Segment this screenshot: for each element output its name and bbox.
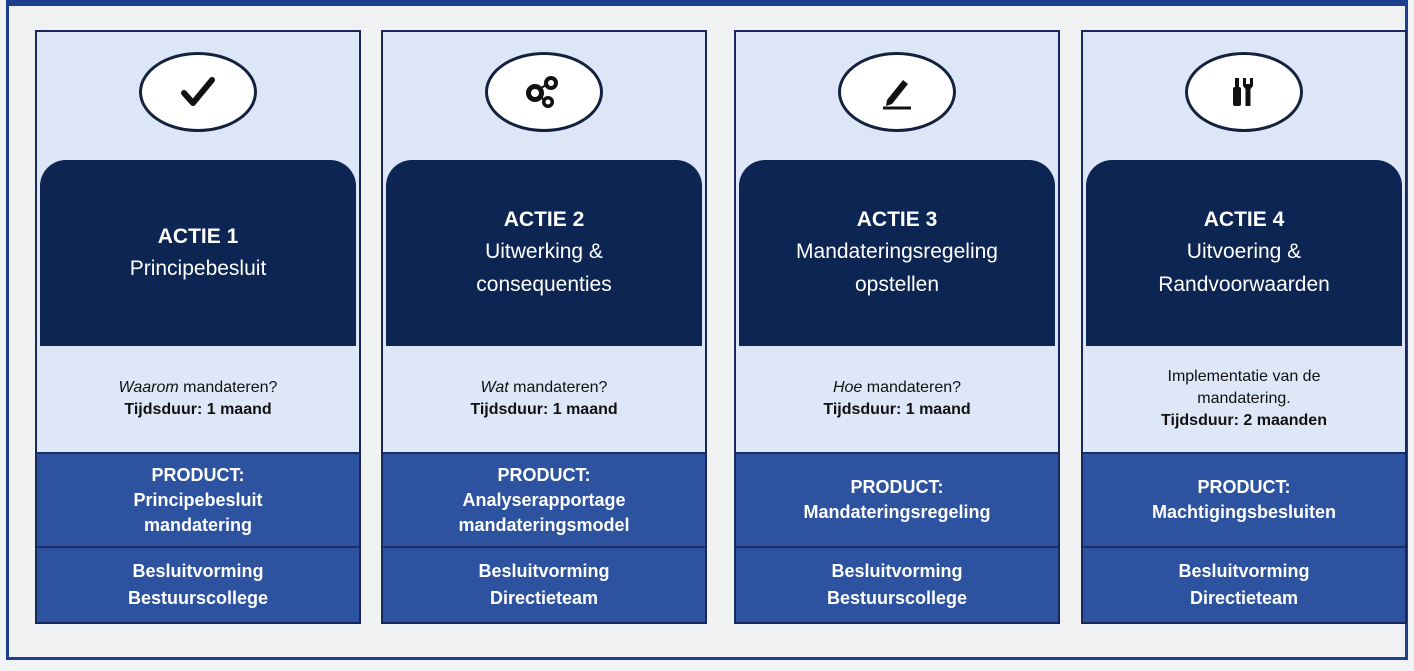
action-card-3: ACTIE 3 Mandateringsregeling opstellen H… bbox=[734, 30, 1060, 624]
action-duration: Tijdsduur: 1 maand bbox=[124, 401, 272, 418]
people-network-icon bbox=[526, 76, 558, 108]
product-label: PRODUCT: bbox=[1197, 477, 1291, 497]
action-header: ACTIE 3 Mandateringsregeling opstellen bbox=[739, 160, 1055, 346]
decision-line2: Directieteam bbox=[1189, 588, 1299, 608]
action-product: PRODUCT: Machtigingsbesluiten bbox=[1083, 452, 1405, 548]
action-card-2: ACTIE 2 Uitwerking & consequenties Wat m… bbox=[381, 30, 707, 624]
pen-signature-icon bbox=[883, 80, 911, 110]
question-emphasis: Hoe bbox=[832, 379, 863, 396]
icon-area bbox=[736, 32, 1058, 160]
icon-area bbox=[1083, 32, 1405, 160]
icon-circle bbox=[1185, 52, 1303, 132]
action-number: ACTIE 3 bbox=[856, 208, 938, 231]
action-header: ACTIE 2 Uitwerking & consequenties bbox=[386, 160, 702, 346]
product-label: PRODUCT: bbox=[151, 464, 245, 485]
icon-circle bbox=[139, 52, 257, 132]
decision-line2: Bestuurscollege bbox=[127, 588, 269, 608]
icon-circle bbox=[838, 52, 956, 132]
tools-icon bbox=[1233, 78, 1253, 106]
action-question: Waarom mandateren? bbox=[119, 377, 278, 399]
product-label: PRODUCT: bbox=[850, 477, 944, 497]
decision-line1: Besluitvorming bbox=[831, 561, 963, 581]
decision-line2: Bestuurscollege bbox=[826, 588, 968, 608]
product-name-line1: Machtigingsbesluiten bbox=[1151, 502, 1337, 522]
action-description: Implementatie van de mandatering. Tijdsd… bbox=[1083, 346, 1405, 452]
checkmark-icon bbox=[181, 77, 215, 106]
question-text: mandateren? bbox=[178, 379, 278, 396]
action-decision: Besluitvorming Directieteam bbox=[1083, 548, 1405, 622]
decision-line1: Besluitvorming bbox=[478, 561, 610, 581]
product-name-line1: Analyserapportage bbox=[462, 489, 626, 510]
icon-area bbox=[37, 32, 359, 160]
action-description: Waarom mandateren? Tijdsduur: 1 maand bbox=[37, 346, 359, 452]
action-header: ACTIE 4 Uitvoering & Randvoorwaarden bbox=[1086, 160, 1402, 346]
decision-line2: Directieteam bbox=[489, 588, 599, 608]
icon-area bbox=[383, 32, 705, 160]
action-duration: Tijdsduur: 1 maand bbox=[823, 401, 971, 418]
action-duration: Tijdsduur: 1 maand bbox=[470, 401, 618, 418]
question-emphasis: Wat bbox=[480, 379, 509, 396]
product-label: PRODUCT: bbox=[497, 464, 591, 485]
action-product: PRODUCT: Analyserapportage mandateringsm… bbox=[383, 452, 705, 548]
action-title: Uitwerking & consequenties bbox=[476, 240, 612, 296]
action-description: Hoe mandateren? Tijdsduur: 1 maand bbox=[736, 346, 1058, 452]
action-description: Wat mandateren? Tijdsduur: 1 maand bbox=[383, 346, 705, 452]
action-product: PRODUCT: Principebesluit mandatering bbox=[37, 452, 359, 548]
action-question: Wat mandateren? bbox=[481, 377, 608, 399]
description-line1: Implementatie van de bbox=[1167, 368, 1321, 385]
action-title: Uitvoering & Randvoorwaarden bbox=[1158, 240, 1330, 296]
description-line2: mandatering. bbox=[1197, 390, 1291, 407]
action-number: ACTIE 2 bbox=[503, 208, 585, 231]
action-header: ACTIE 1 Principebesluit bbox=[40, 160, 356, 346]
action-product: PRODUCT: Mandateringsregeling bbox=[736, 452, 1058, 548]
question-text: mandateren? bbox=[862, 379, 962, 396]
product-name-line2: mandatering bbox=[143, 514, 253, 535]
action-number: ACTIE 1 bbox=[157, 224, 239, 248]
decision-line1: Besluitvorming bbox=[1178, 561, 1310, 581]
icon-circle bbox=[485, 52, 603, 132]
action-decision: Besluitvorming Directieteam bbox=[383, 548, 705, 622]
question-emphasis: Waarom bbox=[118, 379, 179, 396]
action-card-4: ACTIE 4 Uitvoering & Randvoorwaarden Imp… bbox=[1081, 30, 1407, 624]
action-decision: Besluitvorming Bestuurscollege bbox=[736, 548, 1058, 622]
action-duration: Tijdsduur: 2 maanden bbox=[1161, 412, 1327, 429]
action-question: Hoe mandateren? bbox=[833, 377, 961, 399]
action-title: Principebesluit bbox=[129, 256, 267, 280]
product-name-line1: Principebesluit bbox=[133, 489, 263, 510]
product-name-line1: Mandateringsregeling bbox=[803, 502, 991, 522]
action-number: ACTIE 4 bbox=[1203, 208, 1285, 231]
decision-line1: Besluitvorming bbox=[132, 561, 264, 581]
action-card-1: ACTIE 1 Principebesluit Waarom mandatere… bbox=[35, 30, 361, 624]
action-decision: Besluitvorming Bestuurscollege bbox=[37, 548, 359, 622]
product-name-line2: mandateringsmodel bbox=[458, 514, 630, 535]
question-text: mandateren? bbox=[508, 379, 608, 396]
action-title: Mandateringsregeling opstellen bbox=[796, 240, 998, 296]
